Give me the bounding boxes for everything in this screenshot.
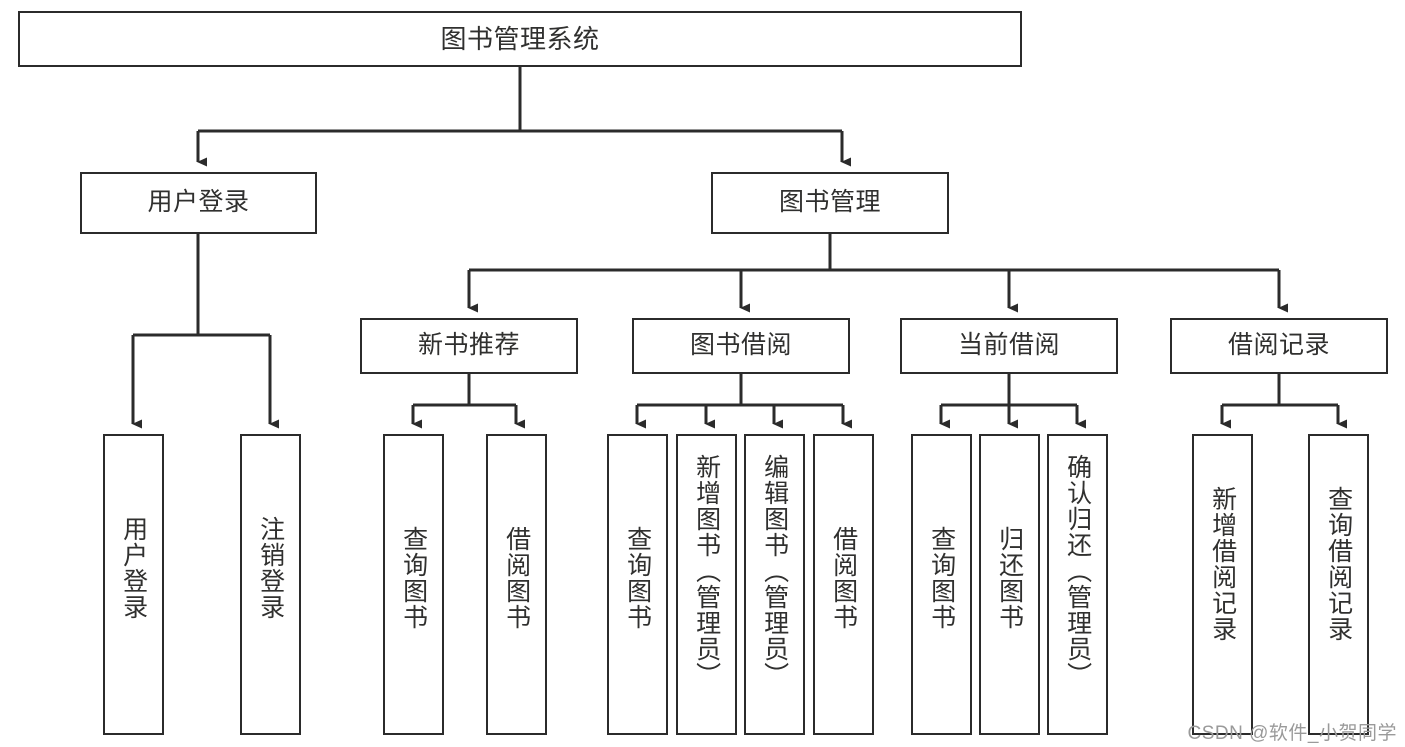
node-leaf-logout[interactable]: 注销登录 — [240, 434, 301, 735]
node-leaf-query-books-newbook[interactable]: 查询图书 — [383, 434, 444, 735]
node-label: 新增图书（管理员） — [692, 454, 721, 688]
node-current-borrowing[interactable]: 当前借阅 — [900, 318, 1118, 374]
node-new-book-recommendation[interactable]: 新书推荐 — [360, 318, 578, 374]
node-label: 查询图书 — [399, 526, 428, 630]
node-borrow-records[interactable]: 借阅记录 — [1170, 318, 1388, 374]
watermark-credit: CSDN @软件_小贺同学 — [1187, 723, 1397, 744]
node-label: 查询图书 — [623, 526, 652, 630]
node-label: 新增借阅记录 — [1208, 486, 1237, 642]
node-label: 图书借阅 — [689, 331, 792, 360]
node-label: 借阅图书 — [502, 526, 531, 630]
node-label: 查询图书 — [927, 526, 956, 630]
node-leaf-query-borrow-record[interactable]: 查询借阅记录 — [1308, 434, 1369, 735]
node-leaf-confirm-return-admin[interactable]: 确认归还（管理员） — [1047, 434, 1108, 735]
node-label: 归还图书 — [995, 526, 1024, 630]
node-label: 用户登录 — [147, 188, 250, 217]
node-label: 新书推荐 — [417, 331, 520, 360]
node-leaf-edit-book-admin[interactable]: 编辑图书（管理员） — [744, 434, 805, 735]
node-label: 借阅图书 — [829, 526, 858, 630]
node-leaf-query-books-borrow[interactable]: 查询图书 — [607, 434, 668, 735]
node-leaf-return-books[interactable]: 归还图书 — [979, 434, 1040, 735]
node-user-login[interactable]: 用户登录 — [80, 172, 317, 234]
node-root-book-management-system[interactable]: 图书管理系统 — [18, 11, 1022, 67]
node-leaf-add-book-admin[interactable]: 新增图书（管理员） — [676, 434, 737, 735]
node-leaf-user-login[interactable]: 用户登录 — [103, 434, 164, 735]
node-leaf-borrow-books[interactable]: 借阅图书 — [813, 434, 874, 735]
node-label: 借阅记录 — [1227, 331, 1330, 360]
node-label: 当前借阅 — [957, 331, 1060, 360]
node-label: 用户登录 — [119, 516, 148, 620]
node-leaf-add-borrow-record[interactable]: 新增借阅记录 — [1192, 434, 1253, 735]
node-label: 图书管理 — [778, 188, 881, 217]
node-label: 确认归还（管理员） — [1063, 454, 1092, 688]
node-leaf-query-books-current[interactable]: 查询图书 — [911, 434, 972, 735]
node-book-borrowing[interactable]: 图书借阅 — [632, 318, 850, 374]
node-label: 注销登录 — [256, 516, 285, 620]
node-label: 图书管理系统 — [440, 23, 600, 54]
node-book-management[interactable]: 图书管理 — [711, 172, 949, 234]
node-label: 编辑图书（管理员） — [760, 454, 789, 688]
node-label: 查询借阅记录 — [1324, 486, 1353, 642]
node-leaf-borrow-books-newbook[interactable]: 借阅图书 — [486, 434, 547, 735]
